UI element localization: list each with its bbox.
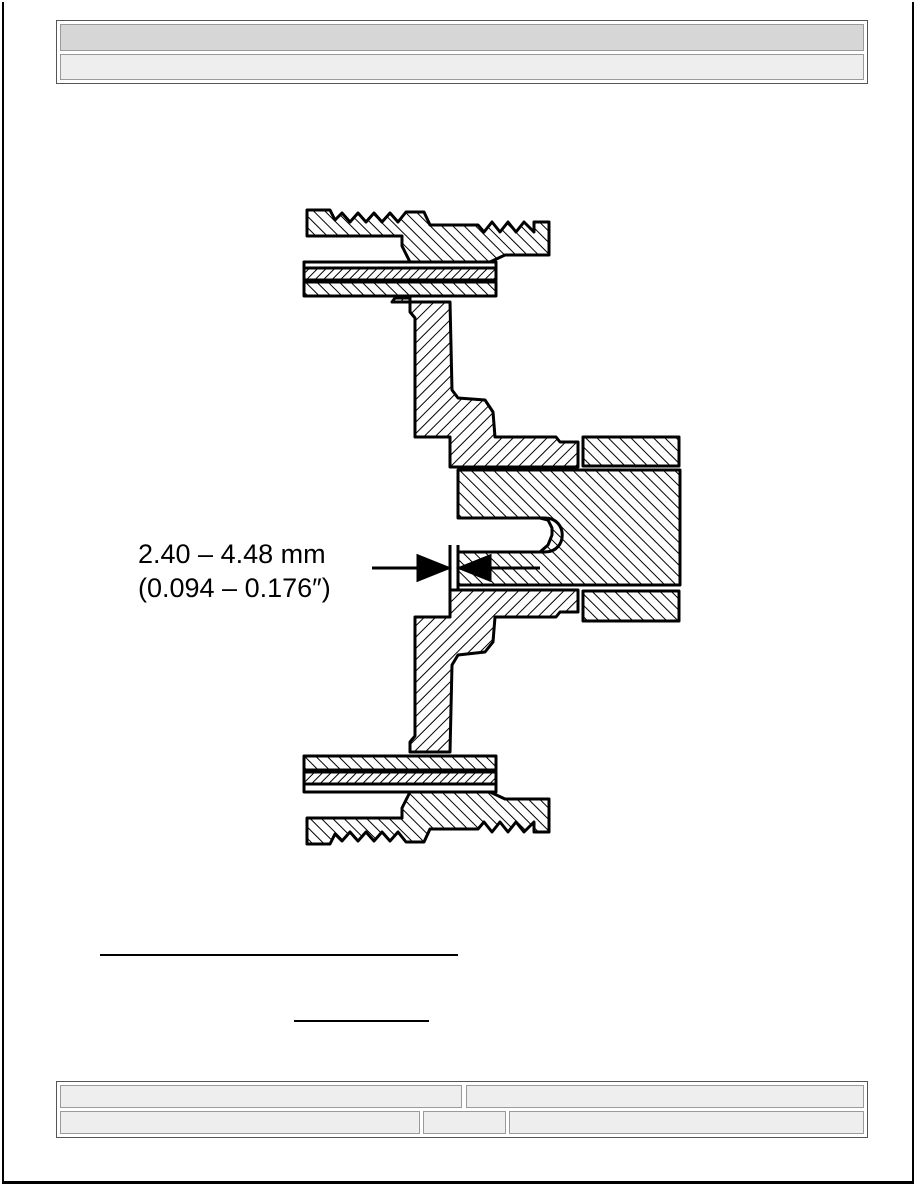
page-footer	[56, 1081, 868, 1138]
page-header	[56, 20, 868, 84]
top-plate-2	[302, 266, 498, 282]
clearance-diagram: 2.40 – 4.48 mm (0.094 – 0.176″)	[138, 208, 682, 846]
measurement-in-label: (0.094 – 0.176″)	[138, 573, 331, 603]
bottom-outer-ring	[305, 790, 551, 846]
bottom-plate-3	[302, 782, 498, 794]
measurement-mm-label: 2.40 – 4.48 mm	[138, 539, 326, 569]
top-plate-3	[302, 280, 498, 298]
footer-cell-right-top	[466, 1085, 864, 1108]
upper-right-block	[581, 435, 681, 468]
arrow-right-head	[416, 553, 453, 583]
header-subtitle-bar	[60, 54, 864, 80]
bottom-plate-1	[302, 754, 498, 772]
shaft-inner-groove	[458, 516, 564, 554]
footer-cell-right-bottom	[509, 1111, 864, 1134]
footer-cell-mid-bottom	[423, 1111, 506, 1134]
footer-cell-left-bottom	[60, 1111, 420, 1134]
hyperlink-underline-2[interactable]	[294, 1020, 429, 1022]
bottom-plate-2	[302, 770, 498, 786]
top-outer-ring	[305, 208, 551, 264]
upper-hub	[390, 296, 580, 469]
lower-hub	[408, 588, 580, 754]
lower-right-block	[581, 589, 681, 623]
footer-cell-left-top	[60, 1085, 462, 1108]
header-title-bar	[60, 24, 864, 51]
hyperlink-underline-1[interactable]	[100, 954, 458, 956]
